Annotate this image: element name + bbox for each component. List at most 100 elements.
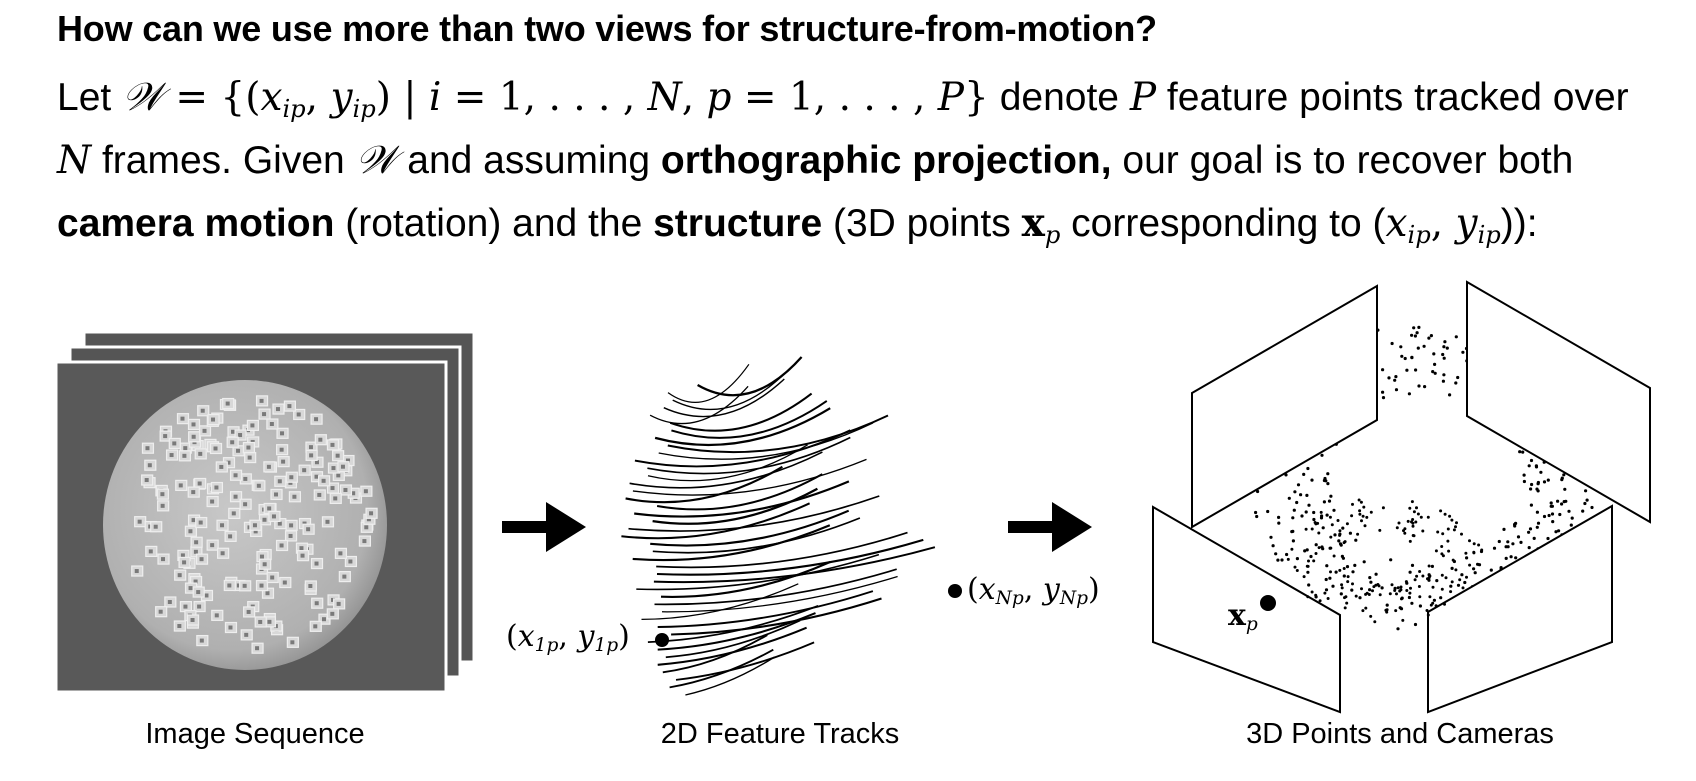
math-i: i bbox=[428, 75, 442, 120]
cloud-point bbox=[1333, 533, 1337, 537]
cloud-point bbox=[1385, 603, 1389, 607]
feature-patch-center bbox=[238, 433, 243, 438]
feature-patch-center bbox=[243, 476, 248, 481]
cloud-point bbox=[1302, 575, 1306, 579]
cloud-point bbox=[1472, 542, 1476, 546]
feature-patch-center bbox=[228, 534, 233, 539]
cloud-point bbox=[1325, 564, 1329, 568]
cloud-point bbox=[1307, 503, 1311, 507]
image-sequence-stack bbox=[54, 330, 476, 694]
cloud-point bbox=[1447, 549, 1451, 553]
cloud-point bbox=[1306, 466, 1310, 471]
feature-patch-center bbox=[345, 458, 350, 463]
feature-patch-center bbox=[226, 460, 231, 465]
cloud-point bbox=[1440, 545, 1444, 548]
feature-patch-center bbox=[191, 518, 196, 523]
cloud-point bbox=[1350, 588, 1354, 592]
cloud-point bbox=[1570, 516, 1574, 520]
feature-patches bbox=[131, 395, 378, 654]
cloud-point bbox=[1583, 501, 1587, 506]
cloud-point bbox=[1341, 556, 1345, 560]
cloud-point bbox=[1337, 539, 1341, 543]
cloud-point bbox=[1384, 608, 1388, 612]
math-set-close: } bbox=[964, 75, 989, 120]
feature-patch-center bbox=[282, 580, 287, 585]
cloud-point bbox=[1365, 515, 1369, 519]
feature-patch-center bbox=[214, 485, 219, 490]
feature-patch-center bbox=[277, 521, 282, 526]
feature-patch-center bbox=[330, 442, 335, 447]
feature-patch-center bbox=[169, 453, 174, 458]
cloud-point bbox=[1532, 536, 1536, 541]
cloud-point bbox=[1529, 503, 1533, 507]
cloud-point bbox=[1450, 580, 1454, 584]
feature-patch-center bbox=[188, 529, 193, 534]
cloud-point bbox=[1415, 506, 1418, 510]
cloud-point bbox=[1563, 487, 1567, 491]
cloud-point bbox=[1390, 583, 1394, 587]
cloud-point bbox=[1431, 370, 1435, 374]
cloud-point bbox=[1329, 494, 1333, 498]
cloud-point bbox=[1329, 535, 1333, 539]
cloud-point bbox=[1336, 519, 1340, 522]
feature-patch-center bbox=[314, 561, 319, 566]
cloud-point bbox=[1408, 539, 1412, 543]
cloud-point bbox=[1416, 512, 1420, 516]
cloud-point bbox=[1411, 524, 1415, 528]
cloud-point bbox=[1293, 490, 1297, 494]
cloud-point bbox=[1417, 384, 1421, 388]
feature-patch-center bbox=[289, 475, 294, 480]
camera-plane-back-left bbox=[1191, 284, 1378, 529]
feature-patch-center bbox=[199, 557, 204, 562]
cloud-point bbox=[1292, 508, 1296, 512]
cloud-point bbox=[1442, 356, 1446, 360]
math-sub-p: p bbox=[1044, 220, 1061, 249]
feature-patch-center bbox=[253, 529, 258, 534]
cloud-point bbox=[1460, 573, 1464, 577]
cloud-point bbox=[1388, 592, 1392, 596]
math-W: 𝒲 bbox=[122, 75, 163, 120]
cloud-point bbox=[1346, 575, 1350, 579]
cloud-point bbox=[1448, 514, 1452, 518]
feature-patch-center bbox=[267, 619, 272, 624]
cloud-point bbox=[1360, 519, 1363, 523]
cloud-point bbox=[1522, 479, 1526, 484]
feature-patch-center bbox=[317, 492, 322, 497]
feature-track bbox=[634, 480, 850, 518]
cloud-point bbox=[1326, 472, 1330, 476]
feature-patch-center bbox=[262, 517, 267, 522]
feature-patch-center bbox=[220, 523, 225, 528]
cloud-point bbox=[1472, 550, 1476, 554]
cloud-point bbox=[1404, 580, 1408, 584]
cloud-point bbox=[1305, 548, 1309, 552]
cloud-point bbox=[1440, 573, 1444, 577]
feature-patch-center bbox=[302, 468, 307, 473]
feature-track bbox=[628, 495, 880, 532]
cloud-point bbox=[1518, 450, 1522, 454]
label-x: x bbox=[517, 619, 535, 654]
cloud-point bbox=[1456, 375, 1460, 380]
feature-patch-center bbox=[333, 496, 338, 501]
cloud-point bbox=[1291, 539, 1295, 543]
cloud-point bbox=[1307, 583, 1311, 587]
feature-patch-center bbox=[134, 569, 139, 574]
feature-track bbox=[649, 385, 749, 425]
feature-patch-center bbox=[178, 483, 183, 488]
cloud-point bbox=[1345, 601, 1349, 605]
feature-patch-center bbox=[267, 506, 272, 511]
cloud-point bbox=[1426, 515, 1430, 519]
cloud-point bbox=[1415, 331, 1419, 335]
cloud-point bbox=[1436, 530, 1440, 534]
math-P: P bbox=[937, 75, 965, 120]
cloud-point bbox=[1394, 609, 1398, 613]
cloud-point bbox=[1427, 564, 1431, 568]
caption-points-cameras: 3D Points and Cameras bbox=[1246, 718, 1554, 750]
cloud-point bbox=[1408, 591, 1412, 595]
cloud-point bbox=[1441, 352, 1445, 357]
feature-track bbox=[669, 392, 813, 432]
cloud-point bbox=[1319, 510, 1323, 514]
cloud-point bbox=[1443, 340, 1447, 344]
feature-patch-center bbox=[198, 451, 203, 456]
cloud-point bbox=[1427, 336, 1431, 340]
